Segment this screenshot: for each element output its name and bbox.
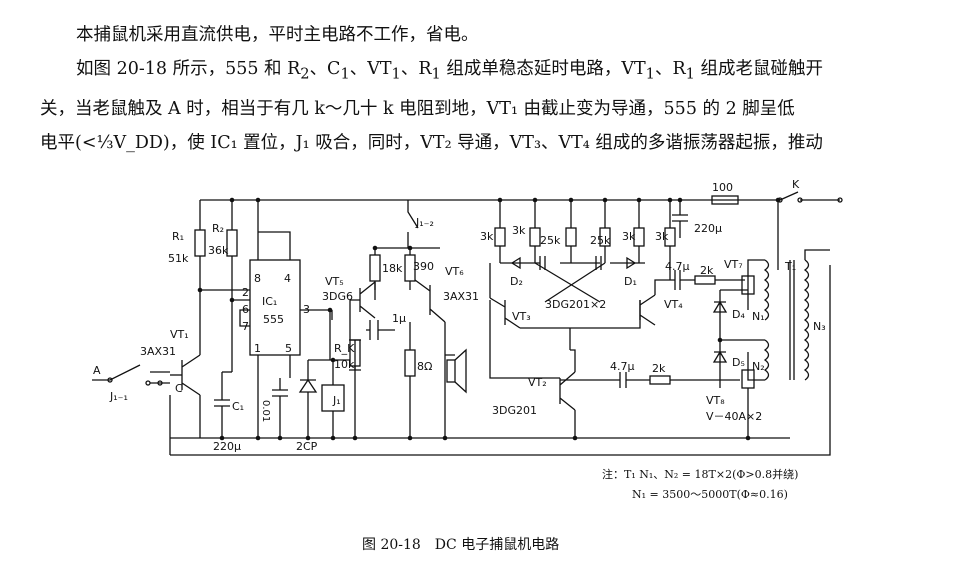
label-r3k-4: 3k xyxy=(655,230,669,243)
label-vt5-type: 3DG6 xyxy=(322,290,353,303)
label-a: A xyxy=(93,364,101,377)
label-2cp: 2CP xyxy=(296,440,318,453)
label-c47-b: 4.7μ xyxy=(610,360,635,373)
label-r1: R₁ xyxy=(172,230,184,243)
note-line-1: 注：T₁ N₁、N₂ = 18T×2(Φ>0.8并绕) xyxy=(602,468,799,481)
label-r2-value: 36k xyxy=(208,244,229,257)
label-vt6: VT₆ xyxy=(445,265,464,278)
label-vt34-type: 3DG201×2 xyxy=(545,298,606,311)
label-n2: N₂ xyxy=(752,360,765,373)
note-line-2: N₁ = 3500～5000T(Φ≈0.16) xyxy=(632,488,788,501)
label-n3: N₃ xyxy=(813,320,826,333)
label-c1: C₁ xyxy=(232,400,244,413)
label-d1: D₁ xyxy=(624,275,637,288)
label-vt78-type: V－40A×2 xyxy=(706,410,762,423)
label-j1-1: J₁₋₁ xyxy=(109,390,128,403)
label-vt4: VT₄ xyxy=(664,298,683,311)
para-2: 如图 20-18 所示，555 和 R2、C1、VT1、R1 组成单稳态延时电路… xyxy=(76,59,823,83)
label-vt1: VT₁ xyxy=(170,328,189,341)
label-c-001: 0.01 xyxy=(260,400,271,422)
label-vt2-type: 3DG201 xyxy=(492,404,537,417)
label-c47-a: 4.7μ xyxy=(665,260,690,273)
label-vt5: VT₅ xyxy=(325,275,344,288)
label-vt6-type: 3AX31 xyxy=(443,290,479,303)
para-line-3: 关，当老鼠触及 A 时，相当于有几 k～几十 k 电阻到地，VT₁ 由截止变为导… xyxy=(40,98,795,119)
label-pin-6: 6 xyxy=(242,303,249,316)
label-pin-1: 1 xyxy=(254,342,261,355)
label-r3k-2: 3k xyxy=(512,224,526,237)
label-ic1: IC₁ xyxy=(262,295,277,308)
label-r3k-1: 3k xyxy=(480,230,494,243)
label-r2k-b: 2k xyxy=(652,362,666,375)
label-d5: D₅ xyxy=(732,356,745,369)
label-8-ohm: 8Ω xyxy=(417,360,432,373)
label-n1: N₁ xyxy=(752,310,765,323)
figure-caption: 图 20-18 DC 电子捕鼠机电路 xyxy=(362,537,560,553)
label-k: K xyxy=(792,178,800,191)
para-line-4: 电平(<⅓V_DD)，使 IC₁ 置位，J₁ 吸合，同时，VT₂ 导通，VT₃、… xyxy=(40,132,823,153)
label-r2k-a: 2k xyxy=(700,264,714,277)
label-r25k-2: 25k xyxy=(590,234,611,247)
label-t1: T₁ xyxy=(784,260,796,273)
label-vt8: VT₈ xyxy=(706,394,725,407)
label-j1-2: J₁₋₂ xyxy=(415,216,434,229)
label-pin-4: 4 xyxy=(284,272,291,285)
label-r100: 100 xyxy=(712,181,733,194)
label-ic1-type: 555 xyxy=(263,313,284,326)
label-pin-5: 5 xyxy=(285,342,292,355)
label-c1-value: 220μ xyxy=(213,440,241,453)
label-vt2: VT₂ xyxy=(528,376,547,389)
label-pin-3: 3 xyxy=(303,303,310,316)
description-text: 本捕鼠机采用直流供电，平时主电路不工作，省电。 如图 20-18 所示，555 … xyxy=(40,18,940,160)
label-rk: R_K xyxy=(334,342,355,355)
label-c: C xyxy=(175,382,183,395)
label-j1: J₁ xyxy=(332,394,341,407)
label-vt1-type: 3AX31 xyxy=(140,345,176,358)
label-pin-2: 2 xyxy=(242,286,249,299)
label-rk-value: 10k xyxy=(334,358,355,371)
label-d2: D₂ xyxy=(510,275,523,288)
label-pin-7: 7 xyxy=(242,320,249,333)
label-vt3: VT₃ xyxy=(512,310,531,323)
label-r390: 390 xyxy=(413,260,434,273)
label-r3k-3: 3k xyxy=(622,230,636,243)
label-r1-value: 51k xyxy=(168,252,189,265)
label-pin-8: 8 xyxy=(254,272,261,285)
label-r2: R₂ xyxy=(212,222,224,235)
label-c220: 220μ xyxy=(694,222,722,235)
label-d4: D₄ xyxy=(732,308,745,321)
label-vt7: VT₇ xyxy=(724,258,743,271)
label-c1u: 1μ xyxy=(392,312,406,325)
para-1: 本捕鼠机采用直流供电，平时主电路不工作，省电。 xyxy=(76,25,479,45)
label-r25k-1: 25k xyxy=(540,234,561,247)
label-r18k: 18k xyxy=(382,262,403,275)
